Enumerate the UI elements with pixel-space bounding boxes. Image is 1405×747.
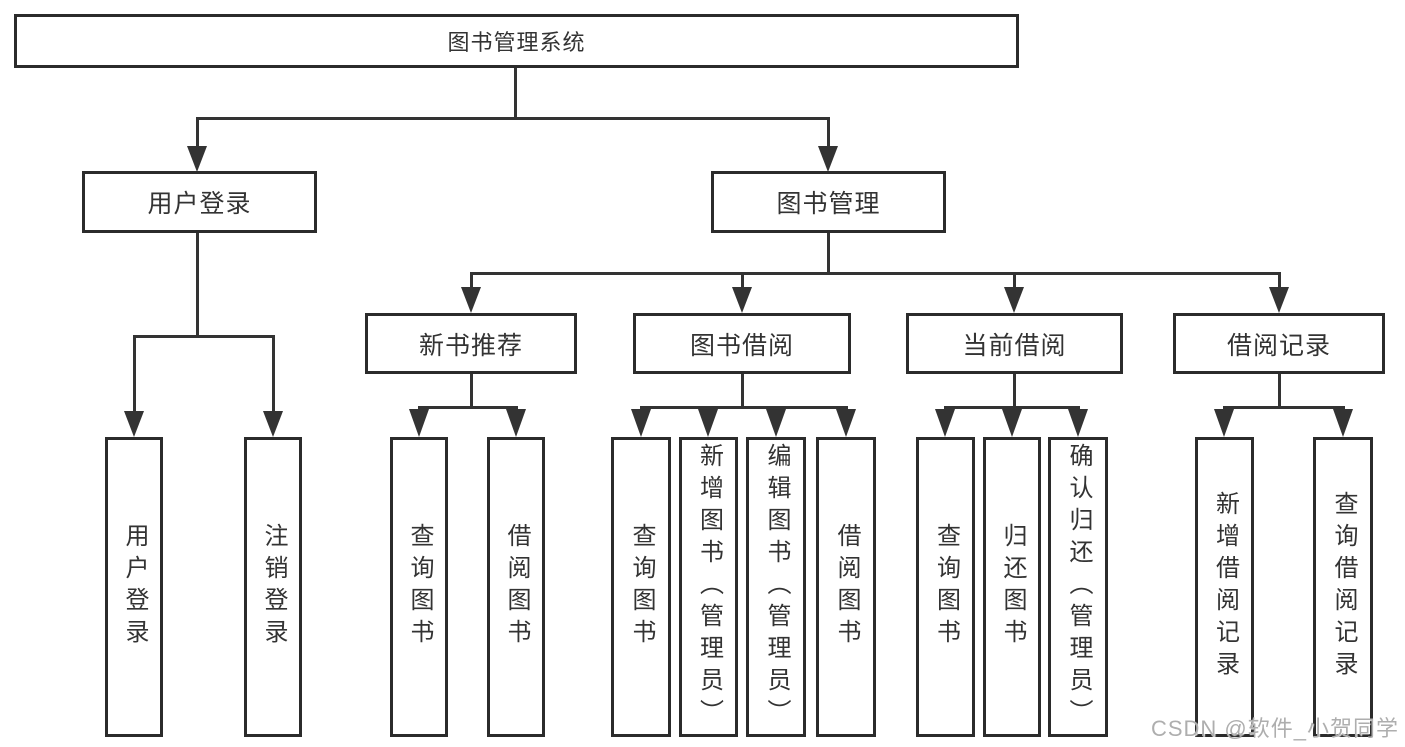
arrowhead-down-icon [1269,287,1289,313]
node-borrowing-query-books: 查询图书 [611,437,671,737]
arrowhead-down-icon [1214,409,1234,437]
connector-root-stem [514,68,517,118]
arrowhead-down-icon [818,146,838,172]
node-user-login: 用户登录 [105,437,163,737]
node-borrowing-borrow-books-label: 借阅图书 [833,523,860,651]
arrowhead-down-icon [732,287,752,313]
node-records-add-record: 新增借阅记录 [1195,437,1254,737]
connector-current-branch [944,406,1080,409]
connector-user-login-stem [196,233,199,335]
node-new-book-recommend: 新书推荐 [365,313,577,374]
arrowhead-down-icon [187,146,207,172]
node-user-login-label: 用户登录 [121,523,148,651]
arrowhead-down-icon [1004,287,1024,313]
node-current-return-books: 归还图书 [983,437,1041,737]
connector-current-stem [1013,374,1016,406]
node-borrowing-edit-books: 编辑图书（管理员） [746,437,806,737]
node-current-borrowing: 当前借阅 [906,313,1123,374]
node-records-add-record-label: 新增借阅记录 [1211,491,1239,683]
node-library-system-label: 图书管理系统 [447,30,586,55]
node-user-login-group: 用户登录 [82,171,317,233]
connector-records-stem [1278,374,1281,406]
node-borrowing-edit-books-label: 编辑图书（管理员） [763,443,790,731]
node-recommend-query-books: 查询图书 [390,437,448,737]
arrowhead-down-icon [506,409,526,437]
arrowhead-down-icon [698,409,718,437]
connector-borrowing-branch [640,406,848,409]
node-book-borrowing: 图书借阅 [633,313,851,374]
node-borrowing-borrow-books: 借阅图书 [816,437,876,737]
node-records-query-record-label: 查询借阅记录 [1330,491,1357,683]
connector-to-logout [272,335,275,415]
connector-recommend-branch [418,406,518,409]
connector-to-borrowing-records [1278,272,1281,289]
node-user-login-group-label: 用户登录 [147,190,252,218]
connector-book-mgmt-stem [827,233,830,272]
connector-records-branch [1223,406,1345,409]
connector-recommend-stem [470,374,473,406]
node-book-management-label: 图书管理 [776,190,881,218]
connector-to-book-borrowing [741,272,744,289]
node-recommend-borrow-books-label: 借阅图书 [503,523,530,651]
node-book-management: 图书管理 [711,171,946,233]
node-borrowing-records: 借阅记录 [1173,313,1385,374]
node-current-query-books: 查询图书 [916,437,975,737]
node-borrowing-records-label: 借阅记录 [1226,331,1331,360]
arrowhead-down-icon [631,409,651,437]
node-library-system: 图书管理系统 [14,14,1019,68]
node-book-borrowing-label: 图书借阅 [689,331,794,360]
csdn-watermark: CSDN @软件_小贺同学 [1150,716,1399,741]
node-current-confirm-return: 确认归还（管理员） [1048,437,1108,737]
arrowhead-down-icon [935,409,955,437]
arrowhead-down-icon [1068,409,1088,437]
arrowhead-down-icon [766,409,786,437]
arrowhead-down-icon [124,411,144,437]
arrowhead-down-icon [836,409,856,437]
node-logout-login: 注销登录 [244,437,302,737]
node-new-book-recommend-label: 新书推荐 [418,331,523,360]
arrowhead-down-icon [1002,409,1022,437]
connector-user-login-branch [133,335,275,338]
node-logout-login-label: 注销登录 [260,523,287,651]
connector-book-mgmt-branch [470,272,1281,275]
connector-to-new-book-recommend [470,272,473,289]
node-current-return-books-label: 归还图书 [999,523,1026,651]
connector-root-branch [196,117,830,120]
node-current-confirm-return-label: 确认归还（管理员） [1065,443,1092,731]
connector-to-current-borrowing [1013,272,1016,289]
node-current-borrowing-label: 当前借阅 [962,331,1067,360]
node-borrowing-query-books-label: 查询图书 [628,523,655,651]
arrowhead-down-icon [263,411,283,437]
arrowhead-down-icon [1333,409,1353,437]
node-recommend-query-books-label: 查询图书 [406,523,433,651]
connector-borrowing-stem [741,374,744,406]
node-records-query-record: 查询借阅记录 [1313,437,1373,737]
node-recommend-borrow-books: 借阅图书 [487,437,545,737]
connector-to-book-management [827,117,830,150]
arrowhead-down-icon [409,409,429,437]
node-current-query-books-label: 查询图书 [932,523,960,651]
node-borrowing-add-books: 新增图书（管理员） [679,437,738,737]
connector-to-user-login [133,335,136,415]
node-borrowing-add-books-label: 新增图书（管理员） [695,443,723,731]
arrowhead-down-icon [461,287,481,313]
connector-to-user-login-group [196,117,199,150]
